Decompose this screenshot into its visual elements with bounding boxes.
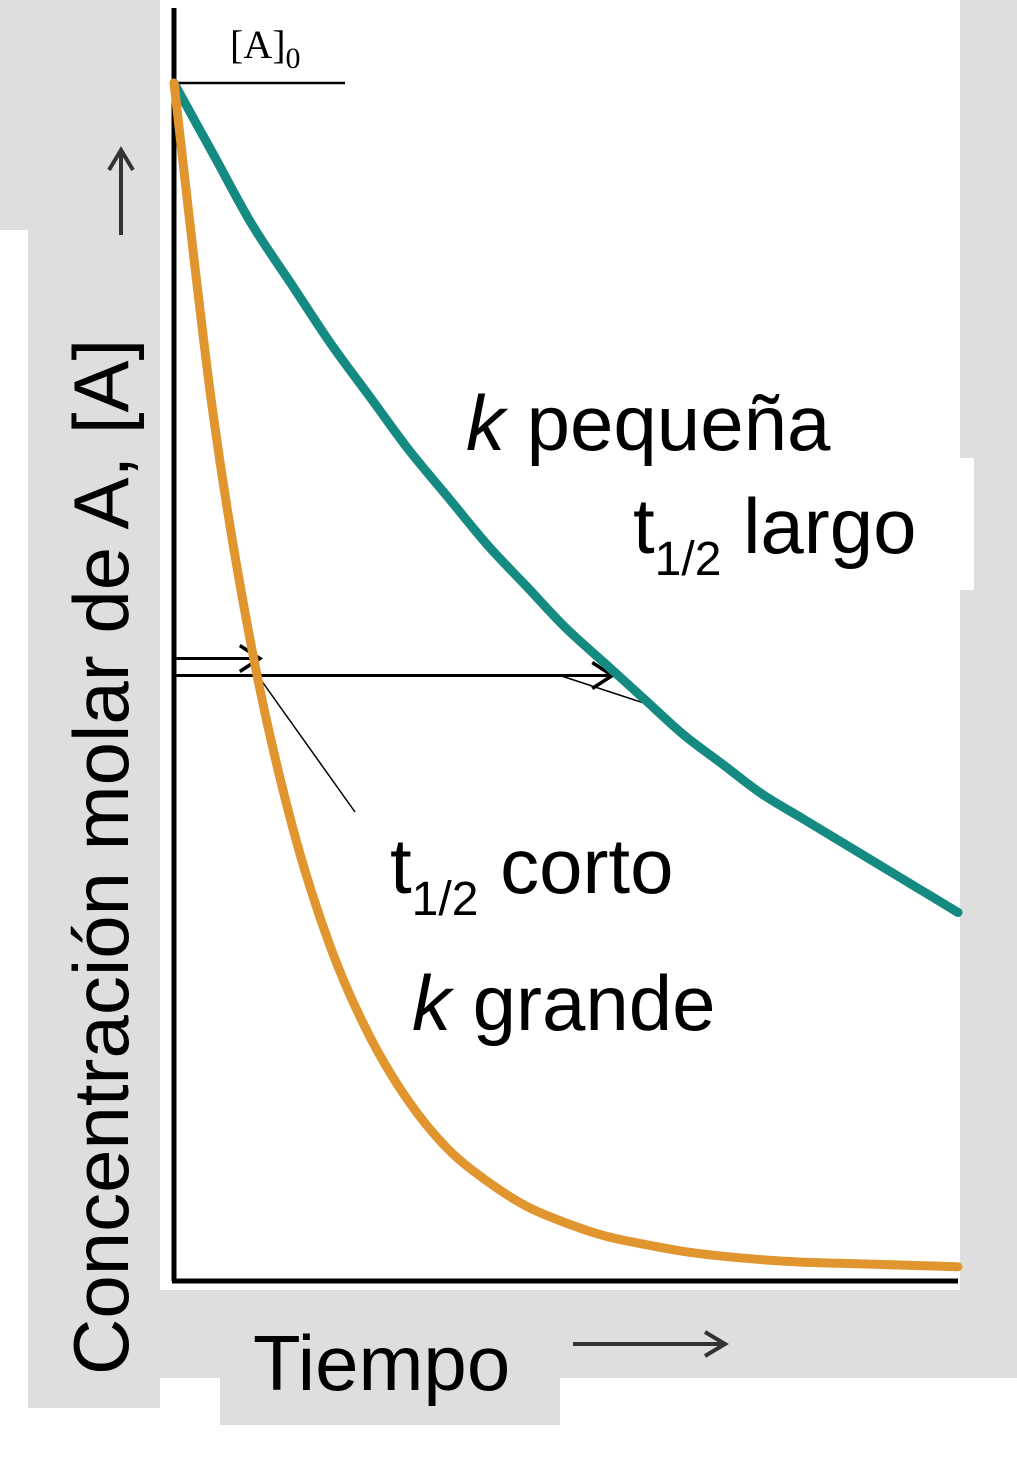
label-box-t-half-long (620, 458, 974, 590)
curve-large-k (169, 78, 963, 1272)
small-k-label: k pequeña (466, 379, 831, 467)
t-half-short-label: t1/2 corto (390, 822, 673, 926)
curve-small-k (169, 78, 963, 917)
background-panels (0, 0, 1017, 1425)
bg-panel-xlabel (220, 1290, 560, 1425)
x-axis-label: Tiempo (253, 1319, 510, 1407)
x-axis-arrow (573, 1330, 729, 1358)
large-k-label: k grande (412, 959, 716, 1047)
y-axis-label: Concentración molar de A, [A] (57, 339, 145, 1375)
curves (169, 78, 963, 1272)
t-half-long-label: t1/2 largo (633, 482, 917, 586)
pointer-t-half-short (257, 675, 356, 813)
pointer-t-half-long (559, 674, 645, 704)
label-box-small-k (462, 388, 862, 456)
y-axis-arrow (107, 146, 135, 235)
half-life-guides (174, 644, 645, 813)
axes (171, 8, 958, 1284)
bg-panel-ylabel (28, 230, 160, 1408)
bg-panel-right (960, 0, 1017, 1378)
bg-panel-left (0, 0, 160, 230)
half-life-arrowhead-short (238, 644, 264, 673)
initial-concentration-label: [A]0 (230, 22, 301, 75)
